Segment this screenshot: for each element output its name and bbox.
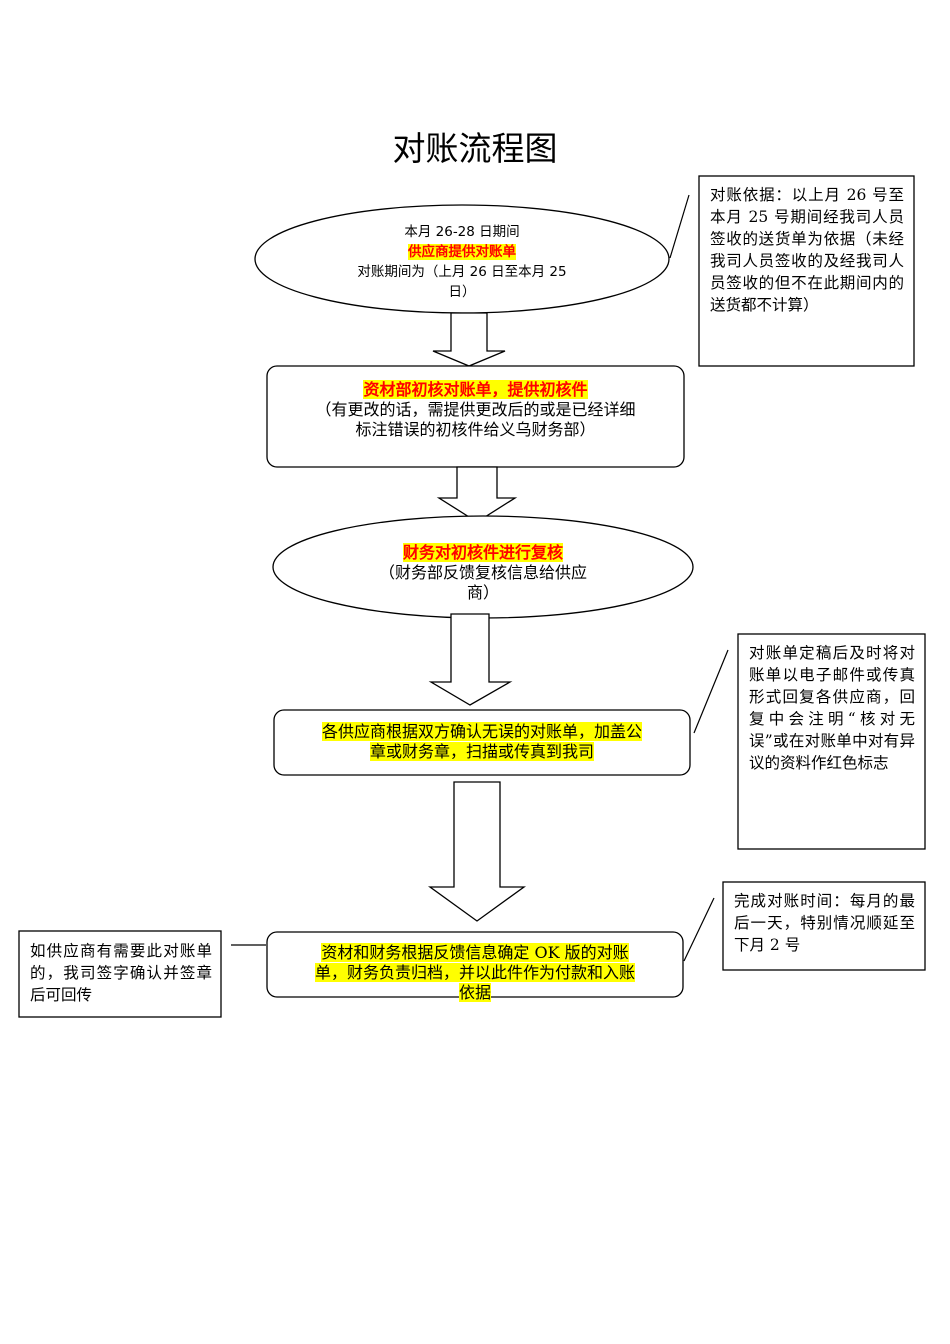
step-4-line-2: 章或财务章，扫描或传真到我司 [369, 742, 594, 761]
arrow-3 [428, 613, 513, 706]
step-3-text: 财务对初核件进行复核 （财务部反馈复核信息给供应 商） [323, 543, 643, 603]
step-3-line-3: 商） [466, 583, 499, 602]
step-1-line-4: 日） [448, 284, 476, 300]
arrow-2 [436, 466, 518, 523]
page-title: 对账流程图 [392, 129, 558, 168]
step-1-text: 本月 26-28 日期间 供应商提供对账单 对账期间为（上月 26 日至本月 2… [300, 222, 624, 302]
note-deadline: 完成对账时间：每月的最后一天，特别情况顺延至下月 2 号 [734, 890, 915, 956]
step-5-text: 资材和财务根据反馈信息确定 OK 版的对账 单，财务负责归档，并以此件作为付款和… [272, 943, 678, 1003]
step-5-line-1: 资材和财务根据反馈信息确定 OK 版的对账 [321, 943, 629, 962]
callout-basis-line [669, 194, 690, 259]
step-2-line-3: 标注错误的初核件给义乌财务部） [355, 420, 596, 439]
step-1-line-1: 本月 26-28 日期间 [404, 224, 520, 240]
step-2-line-2: （有更改的话，需提供更改后的或是已经详细 [315, 400, 636, 419]
arrow-4 [427, 781, 527, 922]
step-5-line-2: 单，财务负责归档，并以此件作为付款和入账 [314, 963, 635, 982]
step-4-text: 各供应商根据双方确认无误的对账单，加盖公 章或财务章，扫描或传真到我司 [279, 722, 685, 762]
step-1-highlight: 供应商提供对账单 [408, 244, 516, 260]
note-signback: 如供应商有需要此对账单的，我司签字确认并签章后可回传 [30, 940, 212, 1006]
step-3-highlight: 财务对初核件进行复核 [402, 543, 563, 562]
step-1-line-3: 对账期间为（上月 26 日至本月 25 [357, 264, 567, 280]
step-4-line-1: 各供应商根据双方确认无误的对账单，加盖公 [321, 722, 642, 741]
arrow-1 [432, 312, 506, 367]
callout-reply-line [693, 649, 729, 734]
note-reply: 对账单定稿后及时将对账单以电子邮件或传真形式回复各供应商，回复中会注明“核对无误… [749, 642, 915, 774]
step-2-text: 资材部初核对账单，提供初核件 （有更改的话，需提供更改后的或是已经详细 标注错误… [272, 380, 679, 440]
step-2-highlight: 资材部初核对账单，提供初核件 [363, 380, 588, 399]
callout-deadline-line [683, 897, 715, 962]
note-basis: 对账依据：以上月 26 号至本月 25 号期间经我司人员签收的送货单为依据（未经… [710, 184, 904, 316]
step-3-line-2: （财务部反馈复核信息给供应 [378, 563, 587, 582]
step-5-line-3: 依据 [458, 983, 491, 1002]
